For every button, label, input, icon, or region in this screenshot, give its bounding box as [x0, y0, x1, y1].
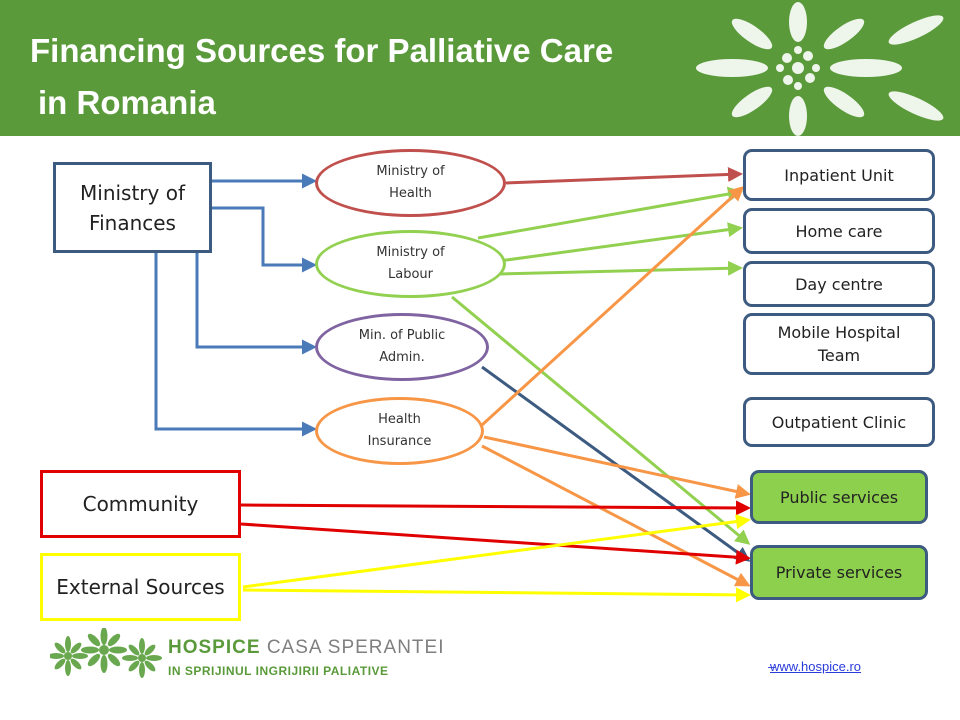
edge-finances-to-health-insurance: [154, 253, 317, 437]
hospice-logo-tagline: IN SPRIJINUL INGRIJIRII PALIATIVE: [168, 664, 389, 678]
node-label: Community: [82, 492, 199, 516]
page-title-line-2: in Romania: [38, 84, 216, 121]
hospice-logo-icon: [50, 628, 162, 678]
node-community: Community: [40, 470, 241, 538]
node-inpatient-unit: Inpatient Unit: [743, 149, 935, 201]
edge-labour-to-daycentre: [499, 260, 743, 276]
node-label: Home care: [795, 221, 883, 241]
edge-labour-to-inpatient: [477, 186, 743, 240]
node-label: External Sources: [56, 575, 225, 599]
logo-name-part1: HOSPICE: [168, 637, 261, 658]
edge-insurance-to-inpatient: [480, 185, 745, 427]
node-label: Mobile Hospital Team: [777, 323, 901, 365]
node-outpatient-clinic: Outpatient Clinic: [743, 397, 935, 447]
node-label: Health Insurance: [367, 412, 432, 449]
edge-labour-to-private: [451, 295, 751, 545]
edge-community-to-private: [240, 522, 751, 565]
edge-insurance-to-public: [483, 435, 751, 499]
node-ministry-of-health: Ministry of Health: [315, 149, 506, 217]
edge-publicadmin-to-private: [481, 365, 751, 562]
node-label: Outpatient Clinic: [771, 412, 907, 432]
node-label: Ministry of Health: [376, 164, 445, 201]
node-label: Private services: [775, 563, 903, 582]
node-label: Day centre: [795, 274, 883, 294]
node-external-sources: External Sources: [40, 553, 241, 621]
node-private-services: Private services: [750, 545, 928, 600]
logo-name-part2: CASA SPERANTEI: [266, 637, 445, 658]
node-public-services: Public services: [750, 470, 928, 524]
node-day-centre: Day centre: [743, 261, 935, 307]
title-banner: Financing Sources for Palliative Care in…: [0, 0, 960, 136]
node-label: Public services: [779, 487, 899, 507]
hospice-logo-name: HOSPICE CASA SPERANTEI: [168, 637, 444, 659]
edge-finances-to-public-admin: [195, 253, 317, 355]
flower-logo-icon: [696, 2, 944, 136]
edge-finances-to-labour: [212, 206, 317, 273]
node-label: Ministry of Finances: [80, 180, 185, 235]
edge-labour-to-homecare: [491, 222, 743, 264]
node-ministry-of-finances: Ministry of Finances: [53, 162, 212, 253]
link-prefix: –: [768, 659, 776, 674]
edge-community-to-public: [240, 500, 751, 516]
edge-external-to-public: [242, 514, 751, 589]
node-health-insurance: Health Insurance: [315, 397, 484, 465]
edge-insurance-to-private: [481, 444, 751, 587]
page-title-line-1: Financing Sources for Palliative Care: [30, 32, 614, 69]
node-mobile-hospital-team: Mobile Hospital Team: [743, 313, 935, 375]
node-home-care: Home care: [743, 208, 935, 254]
edge-external-to-private: [242, 587, 751, 603]
node-label: Ministry of Labour: [376, 245, 445, 282]
hospice-website-link[interactable]: www.hospice.ro: [770, 659, 862, 674]
node-label: Min. of Public Admin.: [358, 328, 446, 365]
node-ministry-of-labour: Ministry of Labour: [315, 230, 506, 298]
edge-health-to-inpatient: [505, 166, 743, 185]
node-min-of-public-admin: Min. of Public Admin.: [315, 313, 489, 381]
node-label: Inpatient Unit: [784, 165, 894, 185]
